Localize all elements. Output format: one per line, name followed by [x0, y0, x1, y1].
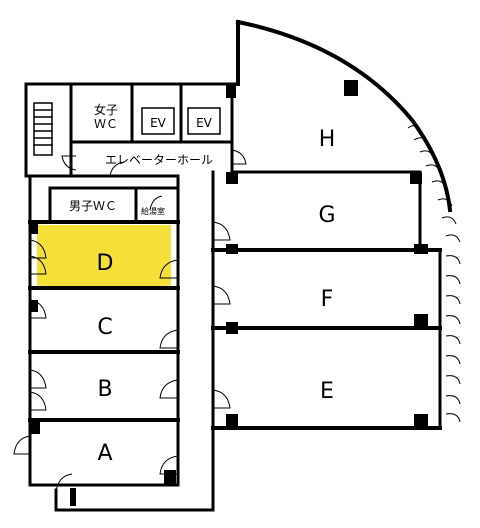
columns: [30, 80, 428, 506]
womens-wc-label-2: ＷＣ: [94, 117, 118, 131]
room-b-label: B: [97, 377, 112, 402]
window-bays: [407, 125, 461, 423]
room-f-label: F: [321, 287, 334, 312]
kettle-room-label: 給湯室: [141, 206, 165, 216]
doors: [13, 149, 247, 493]
womens-wc-label-1: 女子: [94, 102, 118, 117]
room-d-label: D: [97, 251, 114, 276]
ev1-label: EV: [150, 116, 167, 130]
ev2-label: EV: [196, 116, 213, 130]
mens-wc-label: 男子ＷＣ: [69, 199, 117, 213]
room-c-label: C: [97, 315, 112, 340]
room-d-highlight: [37, 225, 171, 286]
room-e-label: E: [320, 379, 334, 404]
elevator-hall-label: エレベーターホール: [105, 153, 213, 167]
room-h-label: H: [319, 127, 336, 152]
room-a-label: A: [97, 441, 112, 466]
room-g-label: G: [318, 203, 335, 228]
